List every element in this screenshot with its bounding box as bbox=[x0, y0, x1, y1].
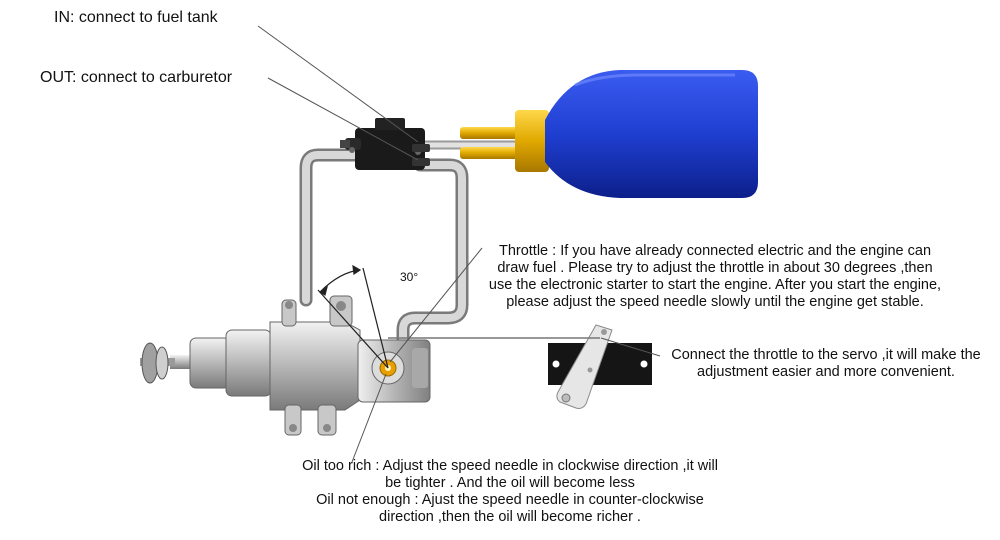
throttle-note-line: draw fuel . Please try to adjust the thr… bbox=[497, 260, 933, 276]
oil-note-line: direction ,then the oil will become rich… bbox=[379, 509, 641, 525]
out-label: OUT: connect to carburetor bbox=[40, 69, 233, 86]
fuel-tank-icon bbox=[460, 70, 758, 198]
servo-arm-icon bbox=[548, 324, 652, 409]
throttle-note-line: use the electronic starter to start the … bbox=[488, 277, 942, 293]
leader-lines bbox=[257, 25, 661, 463]
throttle-note-line: Throttle : If you have already connected… bbox=[498, 243, 932, 259]
angle-label: 30° bbox=[400, 270, 419, 284]
fuel-line bbox=[299, 140, 525, 352]
throttle-note-line: please adjust the speed needle slowly un… bbox=[506, 294, 924, 310]
throttle-note: Throttle : If you have already connected… bbox=[470, 243, 960, 311]
angle-indicator bbox=[317, 264, 389, 369]
oil-note-line: Oil too rich : Adjust the speed needle i… bbox=[302, 458, 718, 474]
oil-note-line: Oil not enough : Ajust the speed needle … bbox=[316, 492, 704, 508]
servo-note-line: Connect the throttle to the servo ,it wi… bbox=[671, 347, 981, 363]
oil-note-line: be tighter . And the oil will become les… bbox=[385, 475, 635, 491]
in-label: IN: connect to fuel tank bbox=[54, 9, 218, 26]
servo-note: Connect the throttle to the servo ,it wi… bbox=[658, 347, 994, 381]
fuel-pump-icon bbox=[340, 118, 430, 170]
engine-icon bbox=[140, 295, 431, 436]
servo-note-line: adjustment easier and more convenient. bbox=[697, 364, 955, 380]
oil-note: Oil too rich : Adjust the speed needle i… bbox=[270, 458, 750, 526]
